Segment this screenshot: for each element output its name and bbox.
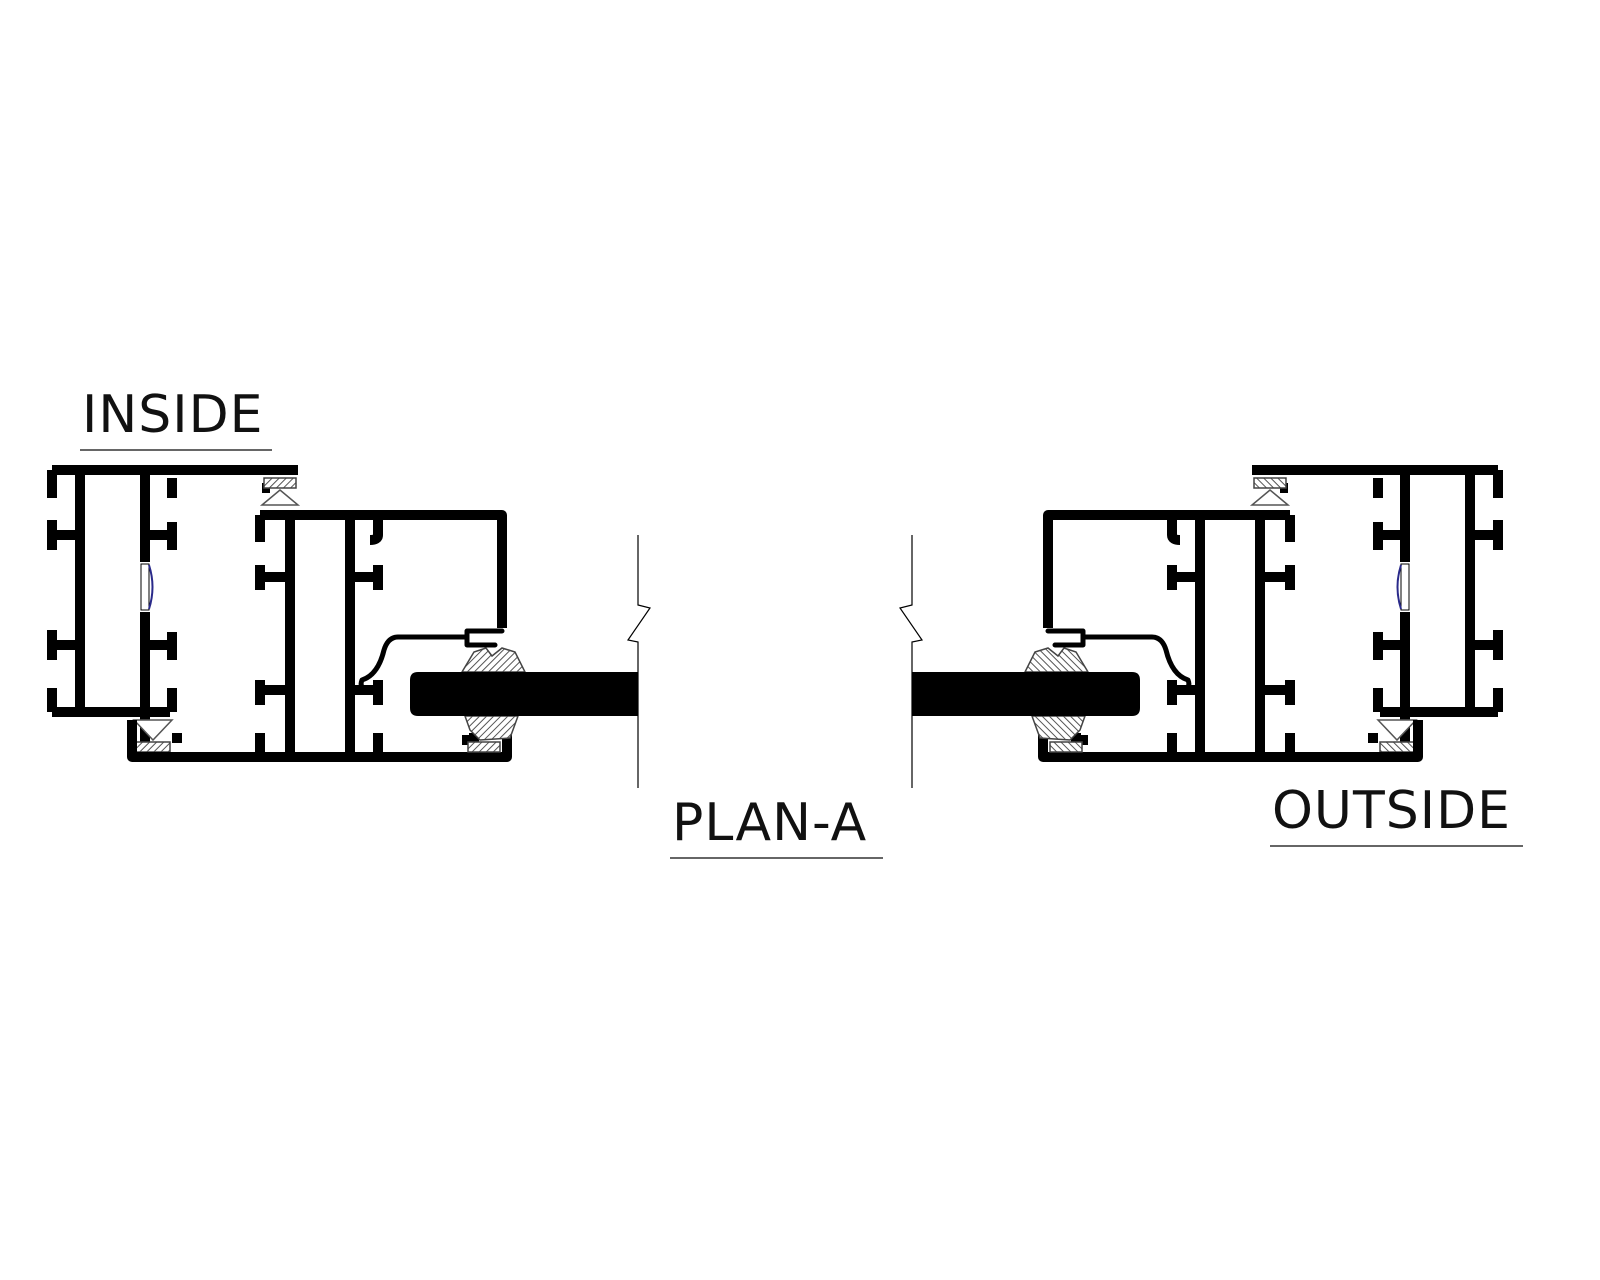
inside-label: INSIDE — [82, 385, 263, 445]
plan-label: PLAN-A — [672, 793, 867, 853]
outside-label: OUTSIDE — [1272, 781, 1511, 841]
inside-section — [52, 470, 650, 788]
outside-section — [900, 470, 1498, 788]
